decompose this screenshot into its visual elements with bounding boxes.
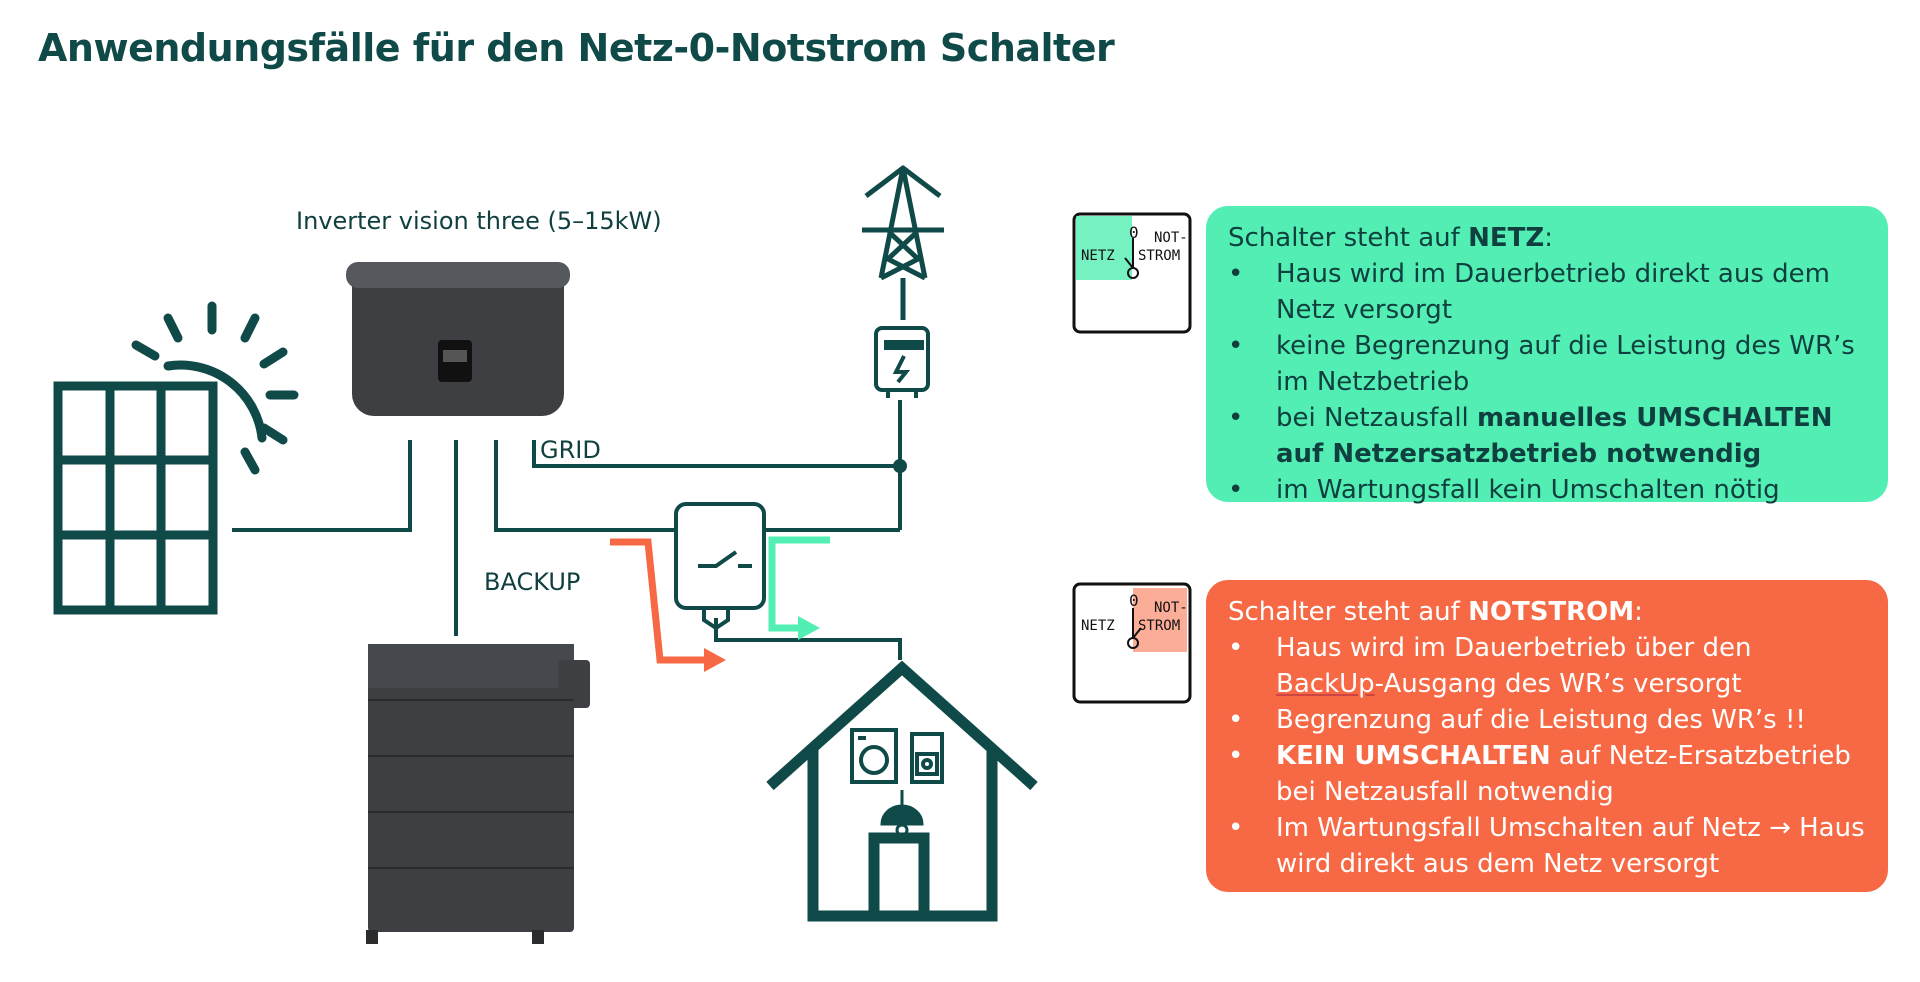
list-item: keine Begrenzung auf die Leistung des WR… <box>1228 328 1866 400</box>
junction-dot <box>893 459 907 473</box>
card-notstrom: Schalter steht auf NOTSTROM: Haus wird i… <box>1206 580 1888 892</box>
lamp-icon <box>880 790 924 837</box>
page-title: Anwendungsfälle für den Netz-0-Notstrom … <box>38 26 1115 70</box>
switch-netz-zero: 0 <box>1129 223 1139 242</box>
socket-icon <box>910 732 944 784</box>
switch-notstrom-zero: 0 <box>1129 591 1139 610</box>
switch-notstrom-not2: STROM <box>1138 618 1180 634</box>
backup-label: BACKUP <box>484 568 581 596</box>
card-notstrom-list: Haus wird im Dauerbetrieb über den BackU… <box>1228 630 1866 882</box>
washing-machine-icon <box>850 728 898 784</box>
card-netz: Schalter steht auf NETZ: Haus wird im Da… <box>1206 206 1888 508</box>
house-icon <box>766 660 1038 922</box>
meter-icon <box>874 326 930 398</box>
inverter-device <box>346 262 570 416</box>
switch-netz-netz: NETZ <box>1081 248 1115 264</box>
switch-netz-icon: 0 NETZ NOT- STROM <box>1072 212 1192 334</box>
inverter-label: Inverter vision three (5–15kW) <box>296 207 662 235</box>
list-item: Im Wartungsfall Umschalten auf Netz → Ha… <box>1228 810 1866 882</box>
list-item: Begrenzung auf die Leistung des WR’s !! <box>1228 702 1866 738</box>
card-netz-list: Haus wird im Dauerbetrieb direkt aus dem… <box>1228 256 1866 508</box>
switch-notstrom-netz: NETZ <box>1081 618 1115 634</box>
switch-notstrom-not1: NOT- <box>1154 600 1188 616</box>
grid-label: GRID <box>540 436 601 464</box>
card-notstrom-heading: Schalter steht auf NOTSTROM: <box>1228 597 1643 627</box>
switch-netz-not2: STROM <box>1138 248 1180 264</box>
battery-device <box>366 644 590 944</box>
list-item: Haus wird im Dauerbetrieb über den BackU… <box>1228 630 1866 702</box>
solar-panel-icon <box>53 381 218 615</box>
switch-netz-not1: NOT- <box>1154 230 1188 246</box>
power-tower-icon <box>862 165 944 320</box>
sun-icon <box>131 301 299 475</box>
transfer-switch-icon <box>674 502 766 631</box>
card-netz-heading: Schalter steht auf NETZ: <box>1228 223 1553 253</box>
list-item: Haus wird im Dauerbetrieb direkt aus dem… <box>1228 256 1866 328</box>
list-item: bei Netzausfall manuelles UMSCHALTEN auf… <box>1228 400 1866 472</box>
list-item: im Wartungsfall kein Umschalten nötig <box>1228 472 1866 508</box>
switch-notstrom-icon: 0 NETZ NOT- STROM <box>1072 582 1192 704</box>
notstrom-arrow-icon <box>610 538 726 672</box>
list-item: KEIN UMSCHALTEN auf Netz-Ersatzbetrieb b… <box>1228 738 1866 810</box>
netz-arrow-icon <box>768 536 830 640</box>
